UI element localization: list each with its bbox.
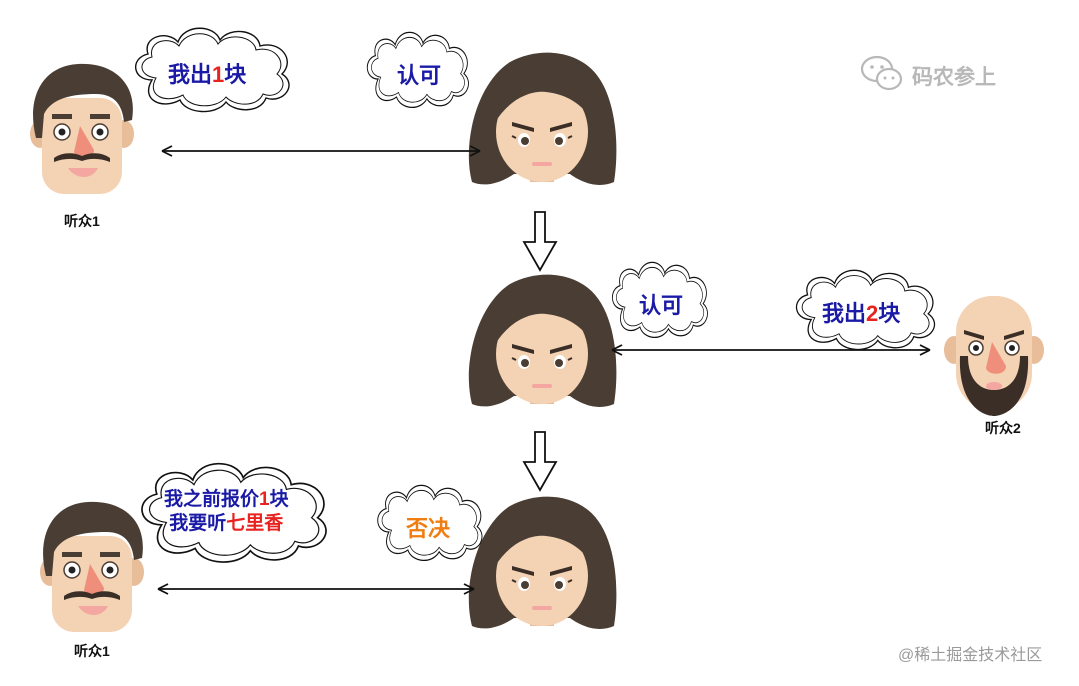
- listener2-label: 听众2: [985, 418, 1021, 438]
- wechat-brand-watermark: 码农参上: [912, 61, 996, 91]
- double-headed-arrow-icon: [162, 146, 480, 156]
- listener1-bottom-avatar: [40, 502, 144, 632]
- listener1-bottom-label: 听众1: [74, 641, 110, 661]
- bubble-text-woman-top: 认可: [397, 58, 441, 90]
- bubble-prefix: 我出: [822, 301, 866, 326]
- bubble-suffix: 块: [878, 301, 900, 326]
- bubble-line1-prefix: 我之前报价: [164, 489, 259, 510]
- bubble-line1-suffix: 块: [270, 489, 289, 510]
- bubble-line-1: 我之前报价1块: [164, 488, 289, 512]
- bubble-line-2: 我要听七里香: [164, 512, 289, 536]
- bubble-text-woman-bottom: 否决: [406, 511, 450, 543]
- listener2-avatar: [944, 296, 1044, 416]
- hollow-down-arrow-icon: [524, 212, 556, 270]
- bubble-text-listener1-top: 我出1块: [168, 57, 246, 89]
- bubble-suffix: 块: [224, 62, 246, 87]
- bubble-text-woman-middle: 认可: [639, 288, 683, 320]
- double-headed-arrow-icon: [158, 584, 474, 594]
- bubble-number: 2: [866, 301, 878, 326]
- bubble-prefix: 我出: [168, 62, 212, 87]
- host-woman-middle-avatar: [469, 275, 617, 407]
- hollow-down-arrow-icon: [524, 432, 556, 490]
- double-headed-arrow-icon: [612, 345, 930, 355]
- host-woman-bottom-avatar: [469, 497, 617, 629]
- platform-watermark: @稀土掘金技术社区: [898, 641, 1042, 665]
- bubble-line2-prefix: 我要听: [169, 513, 226, 534]
- bubble-line2-red: 七里香: [226, 513, 283, 534]
- listener1-top-label: 听众1: [64, 211, 100, 231]
- bubble-line1-number: 1: [259, 489, 270, 510]
- bubble-text-listener1-bottom: 我之前报价1块 我要听七里香: [164, 488, 289, 536]
- bubble-number: 1: [212, 62, 224, 87]
- host-woman-top-avatar: [469, 53, 617, 185]
- listener1-top-avatar: [30, 64, 134, 194]
- bubble-text-listener2: 我出2块: [822, 296, 900, 328]
- wechat-icon: [862, 57, 901, 89]
